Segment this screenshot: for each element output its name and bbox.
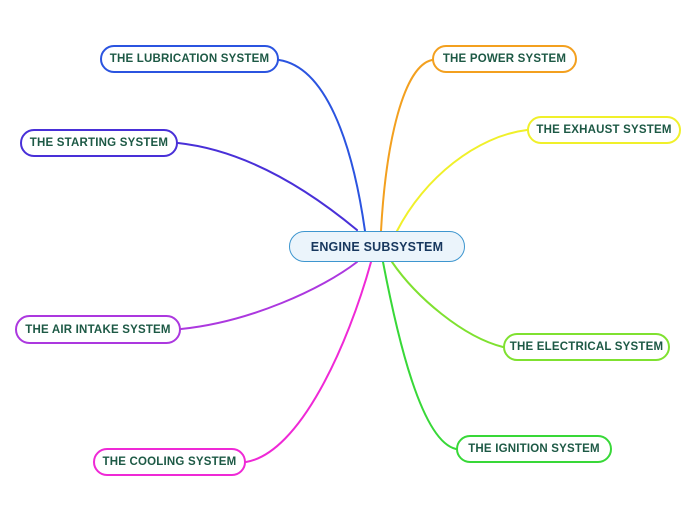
center-node-engine-subsystem[interactable]: ENGINE SUBSYSTEM bbox=[289, 231, 465, 262]
branch-curve-power bbox=[380, 59, 433, 232]
node-label: THE AIR INTAKE SYSTEM bbox=[25, 323, 171, 336]
node-label: THE POWER SYSTEM bbox=[442, 53, 567, 65]
node-label: THE LUBRICATION SYSTEM bbox=[109, 53, 270, 65]
center-node-label: ENGINE SUBSYSTEM bbox=[310, 239, 444, 254]
node-the-starting-system[interactable]: THE STARTING SYSTEM bbox=[20, 129, 178, 157]
node-the-exhaust-system[interactable]: THE EXHAUST SYSTEM bbox=[527, 116, 681, 144]
node-the-cooling-system[interactable]: THE COOLING SYSTEM bbox=[93, 448, 246, 476]
node-label: THE COOLING SYSTEM bbox=[102, 456, 237, 468]
branch-curve-cooling bbox=[245, 261, 372, 463]
node-label: THE STARTING SYSTEM bbox=[29, 137, 169, 149]
node-the-lubrication-system[interactable]: THE LUBRICATION SYSTEM bbox=[100, 45, 279, 73]
branch-curve-electrical bbox=[391, 261, 504, 348]
node-the-air-intake-system[interactable]: THE AIR INTAKE SYSTEM bbox=[15, 315, 181, 344]
node-the-power-system[interactable]: THE POWER SYSTEM bbox=[432, 45, 577, 73]
branch-curve-ignition bbox=[382, 261, 457, 450]
node-label: THE EXHAUST SYSTEM bbox=[536, 124, 672, 136]
node-the-electrical-system[interactable]: THE ELECTRICAL SYSTEM bbox=[503, 333, 670, 361]
branch-curve-lubrication bbox=[278, 59, 366, 232]
branch-curve-exhaust bbox=[396, 129, 528, 232]
node-label: THE ELECTRICAL SYSTEM bbox=[509, 341, 664, 353]
branch-curve-air-intake bbox=[180, 261, 358, 330]
node-the-ignition-system[interactable]: THE IGNITION SYSTEM bbox=[456, 435, 612, 463]
branch-curve-starting bbox=[177, 142, 358, 231]
node-label: THE IGNITION SYSTEM bbox=[468, 443, 600, 455]
